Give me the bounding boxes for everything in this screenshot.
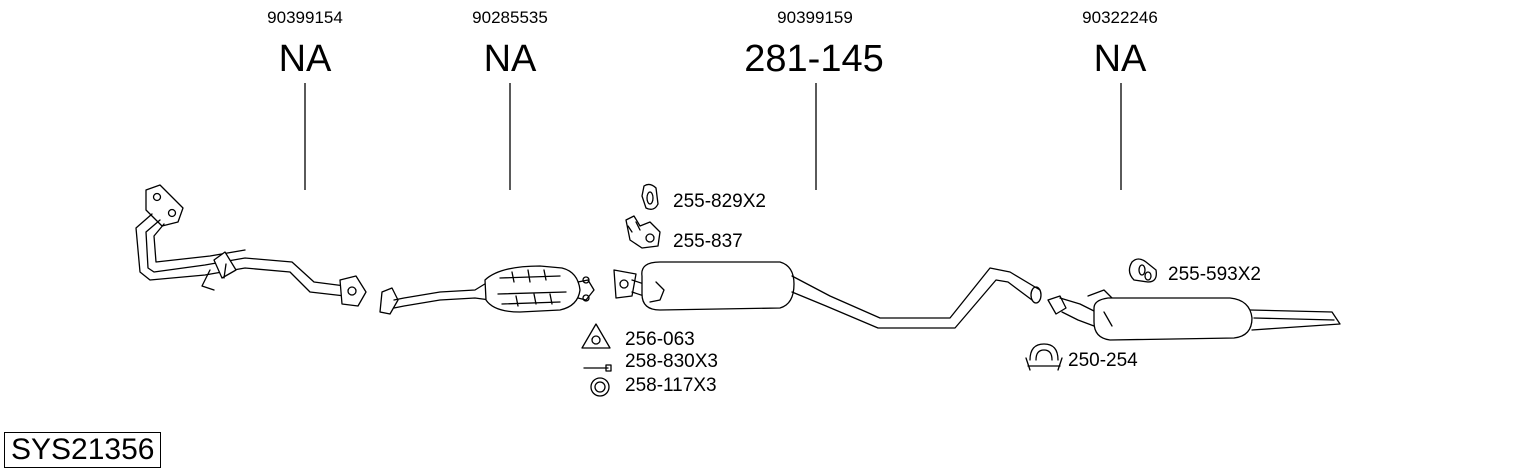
part-number: 281-145 xyxy=(744,38,884,80)
part-number: NA xyxy=(1093,38,1147,80)
accessory-label-bolt: 258-830X3 xyxy=(625,351,718,372)
oem-number: 90399154 xyxy=(267,8,343,27)
ring-icon xyxy=(590,377,610,397)
rubber-hanger-icon xyxy=(641,183,659,210)
part-number: NA xyxy=(278,38,332,80)
system-id-box: SYS21356 xyxy=(4,432,162,468)
bracket-icon xyxy=(625,215,661,249)
oem-number: 90285535 xyxy=(472,8,548,27)
accessory-label-rubber-hanger: 255-829X2 xyxy=(673,191,766,212)
accessory-label-ring: 258-117X3 xyxy=(625,375,717,396)
accessory-label-gasket: 256-063 xyxy=(625,329,695,350)
bolt-icon xyxy=(583,364,612,372)
accessory-label-rubber-hanger-b: 255-593X2 xyxy=(1168,264,1261,285)
rear-silencer xyxy=(1047,289,1341,341)
rubber-hanger-b-icon xyxy=(1128,258,1157,283)
accessory-label-bracket: 255-837 xyxy=(673,231,743,252)
oem-number: 90399159 xyxy=(777,8,853,27)
part-number: NA xyxy=(483,38,537,80)
catalytic-converter xyxy=(379,265,595,315)
front-pipe xyxy=(135,184,367,307)
accessory-label-clamp: 250-254 xyxy=(1068,350,1138,371)
gasket-icon xyxy=(581,323,611,349)
centre-silencer xyxy=(613,261,1042,329)
oem-number: 90322246 xyxy=(1082,8,1158,27)
clamp-icon xyxy=(1025,343,1063,371)
